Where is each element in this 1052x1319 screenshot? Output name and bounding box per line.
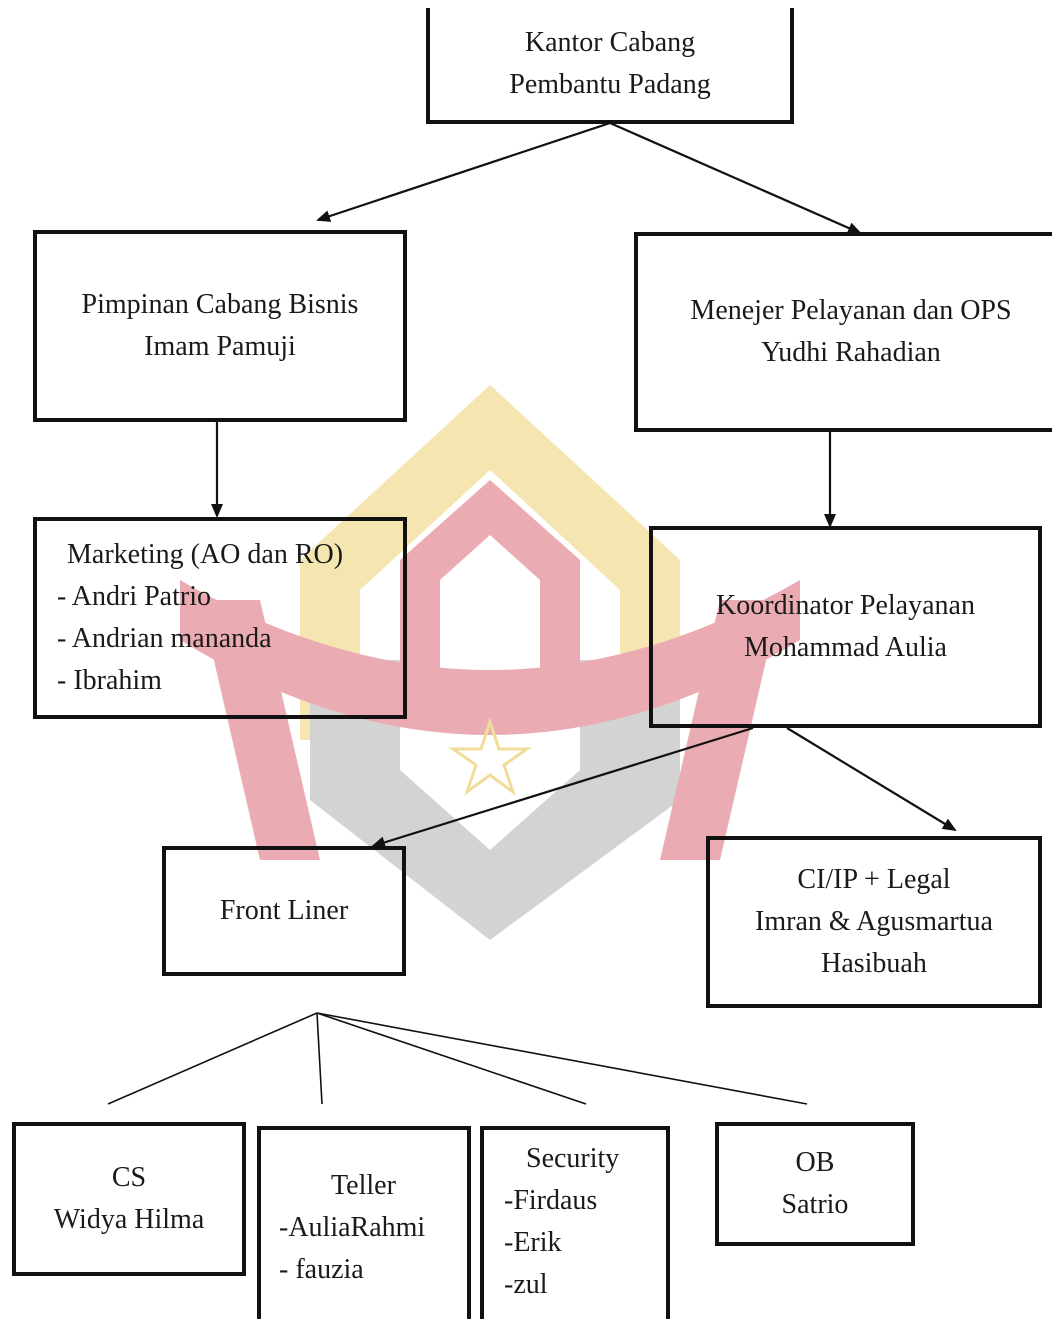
node-security-line-1: Security — [526, 1143, 620, 1174]
node-teller: Teller -AuliaRahmi - fauzia — [257, 1126, 471, 1319]
node-ciip-line-2: Imran & Agusmartua — [755, 906, 993, 937]
node-kantor-cabang: Kantor Cabang Pembantu Padang — [426, 8, 794, 124]
node-koordinator-pelayanan: Koordinator Pelayanan Mohammad Aulia — [649, 526, 1042, 728]
node-pimpinan-line-2: Imam Pamuji — [144, 331, 296, 362]
node-cs: CS Widya Hilma — [12, 1122, 246, 1276]
node-menejer-line-1: Menejer Pelayanan dan OPS — [690, 295, 1012, 326]
node-marketing-line-4: - Ibrahim — [57, 665, 162, 696]
node-kantor-line-1: Kantor Cabang — [524, 27, 696, 58]
node-marketing-line-1: Marketing (AO dan RO) — [67, 539, 344, 570]
node-security-line-2: -Firdaus — [504, 1185, 598, 1216]
branch-line-ob — [316, 1012, 808, 1105]
arrow-kantor-to-pimpinan — [316, 121, 611, 222]
node-ciip-line-1: CI/IP + Legal — [797, 864, 951, 895]
node-teller-line-1: Teller — [331, 1170, 396, 1201]
node-koordinator-line-2: Mohammad Aulia — [744, 632, 947, 663]
node-frontliner-line-1: Front Liner — [219, 895, 349, 926]
node-menejer-line-2: Yudhi Rahadian — [761, 337, 941, 368]
node-security: Security -Firdaus -Erik -zul — [480, 1126, 670, 1319]
node-pimpinan-line-1: Pimpinan Cabang Bisnis — [81, 289, 359, 320]
node-marketing: Marketing (AO dan RO) - Andri Patrio - A… — [33, 517, 407, 719]
node-front-liner: Front Liner — [162, 846, 406, 976]
node-kantor-line-2: Pembantu Padang — [509, 69, 711, 100]
arrow-koordinator-to-frontliner — [371, 726, 754, 849]
branch-line-teller — [316, 1012, 323, 1105]
node-koordinator-line-1: Koordinator Pelayanan — [716, 590, 975, 621]
node-cs-line-1: CS — [111, 1162, 147, 1193]
node-security-line-3: -Erik — [504, 1227, 562, 1258]
node-ob-line-2: Satrio — [781, 1189, 849, 1220]
arrow-koordinator-to-ciip — [786, 727, 957, 832]
node-pimpinan-cabang: Pimpinan Cabang Bisnis Imam Pamuji — [33, 230, 407, 422]
node-menejer-pelayanan: Menejer Pelayanan dan OPS Yudhi Rahadian — [634, 232, 1052, 432]
node-marketing-line-2: - Andri Patrio — [57, 581, 211, 612]
branch-line-security — [316, 1012, 587, 1105]
node-ob: OB Satrio — [715, 1122, 915, 1246]
node-ob-line-1: OB — [795, 1147, 835, 1178]
node-security-line-4: -zul — [504, 1269, 548, 1300]
node-marketing-line-3: - Andrian mananda — [57, 623, 272, 654]
node-ciip-line-3: Hasibuah — [821, 948, 927, 979]
arrow-kantor-to-menejer — [609, 121, 862, 235]
node-teller-line-3: - fauzia — [279, 1254, 364, 1285]
branch-line-cs — [107, 1012, 318, 1105]
node-ciip-legal: CI/IP + Legal Imran & Agusmartua Hasibua… — [706, 836, 1042, 1008]
node-teller-line-2: -AuliaRahmi — [279, 1212, 426, 1243]
node-cs-line-2: Widya Hilma — [53, 1204, 205, 1235]
